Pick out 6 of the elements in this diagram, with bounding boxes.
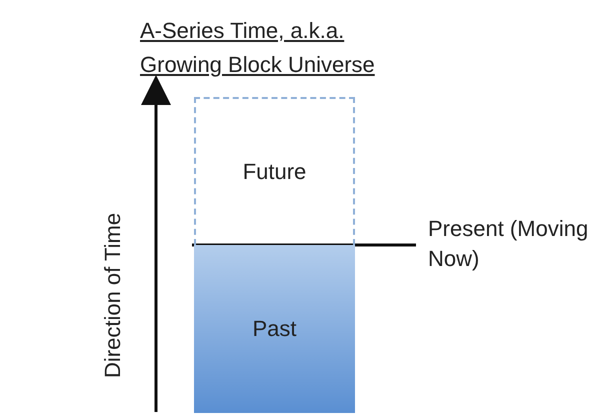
block-label: Future xyxy=(242,159,306,185)
present-label: Present (Moving Now) xyxy=(428,215,590,273)
axis-label: Direction of Time xyxy=(100,211,126,380)
diagram-title: A-Series Time, a.k.a. Growing Block Universe xyxy=(140,17,376,79)
past-block xyxy=(194,245,355,413)
block-label: Past xyxy=(252,316,297,342)
